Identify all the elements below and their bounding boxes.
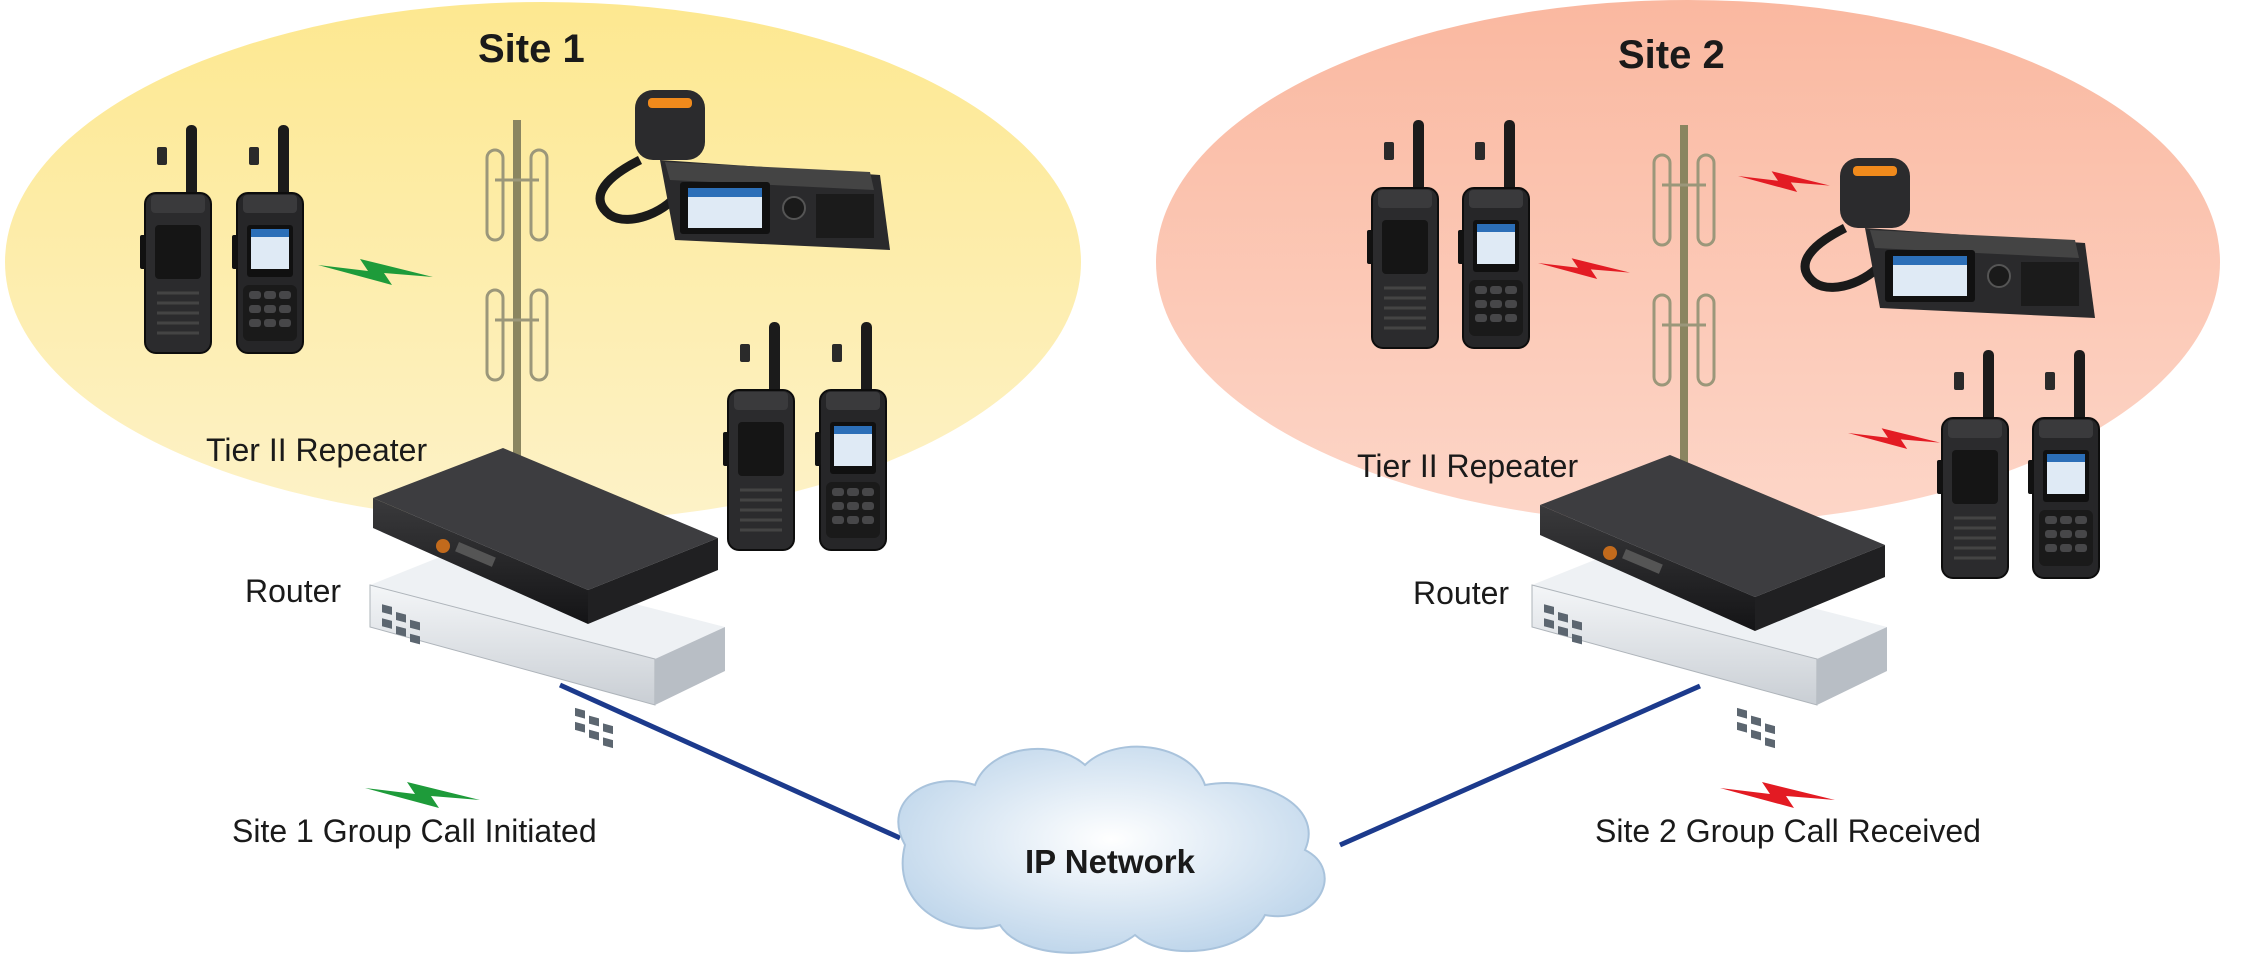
ip-network-label: IP Network — [1025, 843, 1195, 880]
site1-repeater-label: Tier II Repeater — [206, 432, 428, 468]
site2-title: Site 2 — [1618, 33, 1725, 77]
legend-received-bolt-icon — [1720, 782, 1835, 808]
legend-received-label: Site 2 Group Call Received — [1595, 813, 1981, 849]
cloud-icon — [897, 745, 1326, 954]
site1-network-link — [558, 682, 902, 841]
site1-router-label: Router — [245, 573, 342, 609]
site2-repeater-label: Tier II Repeater — [1357, 448, 1579, 484]
legend-initiated-label: Site 1 Group Call Initiated — [232, 813, 597, 849]
legend-initiated-bolt-icon — [365, 782, 480, 808]
site2-network-link — [1338, 683, 1702, 848]
site1-area — [5, 2, 1081, 522]
site2-router-label: Router — [1413, 575, 1510, 611]
site1-title: Site 1 — [478, 27, 585, 71]
